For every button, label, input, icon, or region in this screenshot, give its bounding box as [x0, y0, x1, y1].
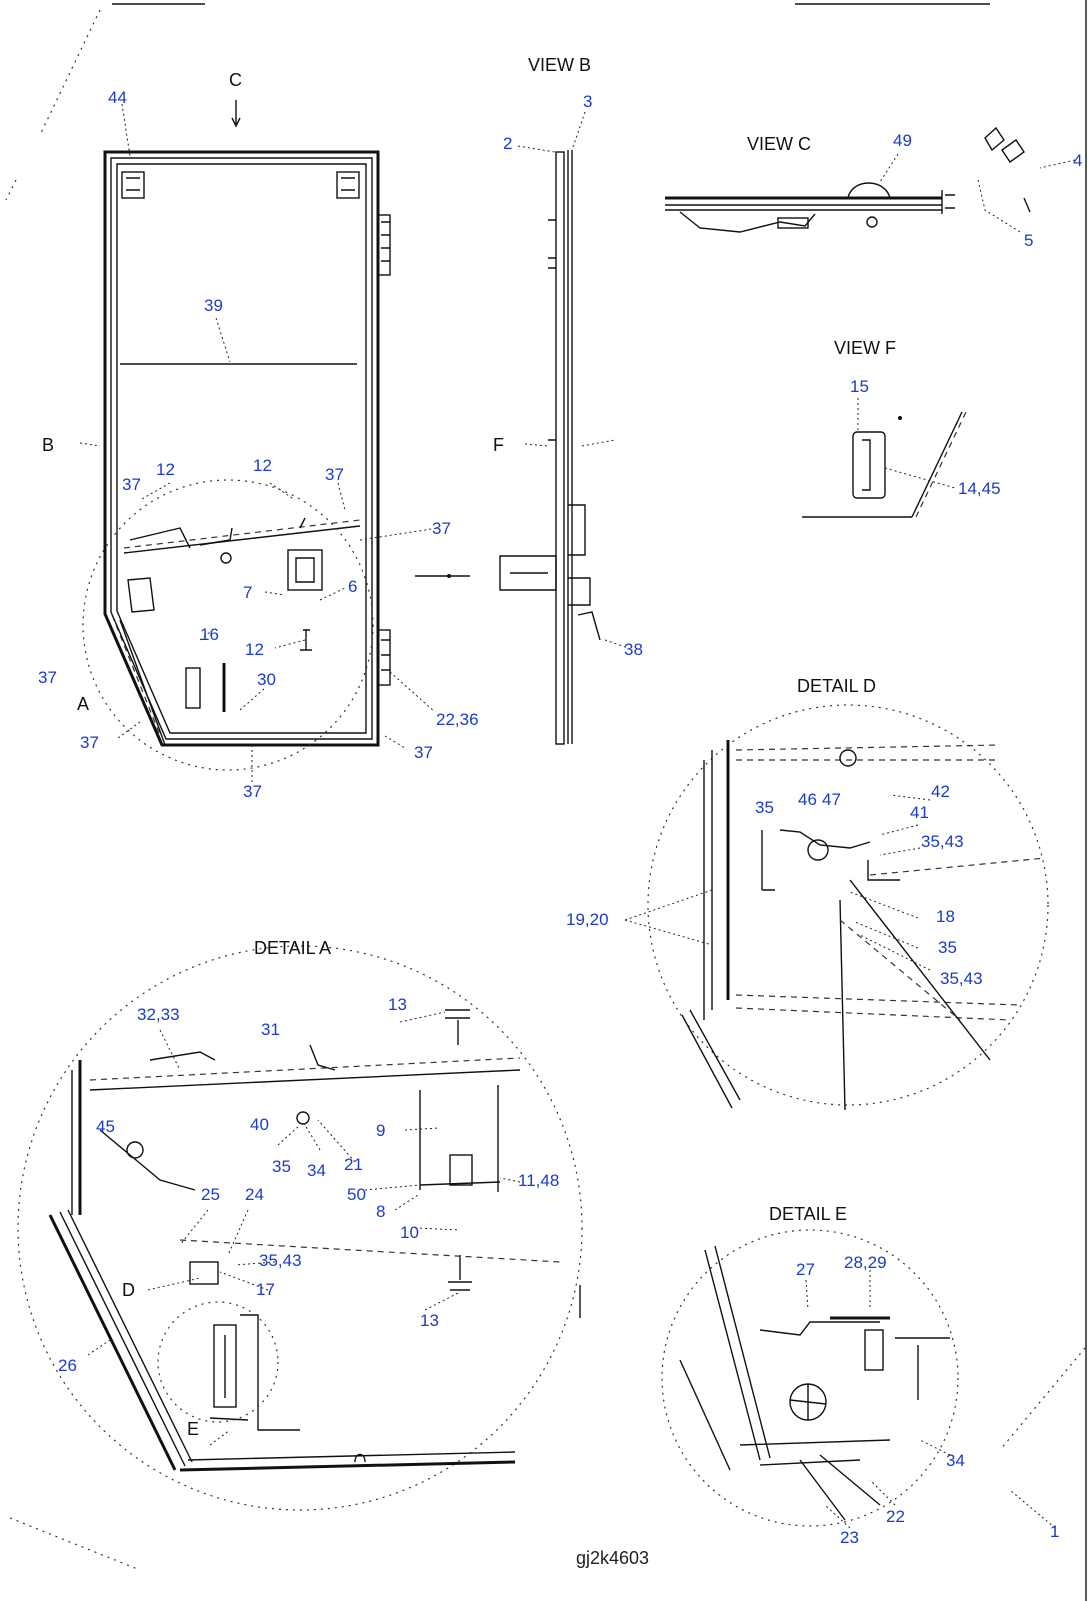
- detail-d-callouts: 35 46 47 42 41 35,43 19,20 18 35 35,43: [566, 782, 983, 988]
- main-callouts: 44 39 37 12 12 37 37 7 6 16 12 37 30 37 …: [38, 88, 479, 801]
- callout: 28,29: [844, 1253, 887, 1272]
- callout: 12: [253, 456, 272, 475]
- view-c-top: [665, 126, 1076, 233]
- callout: 46: [798, 790, 817, 809]
- view-f-title: VIEW F: [834, 338, 896, 358]
- callout: 40: [250, 1115, 269, 1134]
- view-callouts: 2 3 38 49 4 5 15 14,45: [503, 92, 1082, 659]
- view-c-title: VIEW C: [747, 134, 811, 154]
- detail-d: [624, 704, 1049, 1111]
- callout: 22: [886, 1507, 905, 1526]
- letter-e: E: [187, 1419, 199, 1439]
- callout: 5: [1024, 231, 1033, 250]
- callout: 45: [96, 1117, 115, 1136]
- callout: 7: [243, 583, 252, 602]
- detail-a-callouts: 32,33 31 13 45 40 9 35 34 21 25 24 50 11…: [58, 995, 559, 1375]
- callout: 37: [414, 743, 433, 762]
- view-b-side: [415, 111, 629, 745]
- view-f: [802, 398, 967, 518]
- detail-e: [661, 1229, 1056, 1529]
- callout: 44: [108, 88, 127, 107]
- callout: 35,43: [940, 969, 983, 988]
- callout: 16: [200, 625, 219, 644]
- page-frame: [5, 0, 1087, 1601]
- callout: 17: [256, 1280, 275, 1299]
- callout: 27: [796, 1260, 815, 1279]
- callout: 50: [347, 1185, 366, 1204]
- callout: 39: [204, 296, 223, 315]
- detail-d-title: DETAIL D: [797, 676, 876, 696]
- letter-b: B: [42, 435, 54, 455]
- callout: 11,48: [518, 1171, 559, 1190]
- view-b-title: VIEW B: [528, 55, 591, 75]
- callout: 37: [38, 668, 57, 687]
- detail-e-callouts: 27 28,29 34 22 23 1: [796, 1253, 1059, 1547]
- letter-f: F: [493, 435, 504, 455]
- callout: 37: [432, 519, 451, 538]
- view-titles: VIEW B VIEW C VIEW F DETAIL A DETAIL D D…: [254, 55, 896, 1224]
- callout: 22,36: [436, 710, 479, 729]
- letter-a: A: [77, 694, 89, 714]
- callout: 14,45: [958, 479, 1001, 498]
- callout: 1: [1050, 1522, 1059, 1541]
- callout: 37: [80, 733, 99, 752]
- callout: 8: [376, 1202, 385, 1221]
- callout: 15: [850, 377, 869, 396]
- view-letters: C B F A D E: [42, 70, 504, 1439]
- callout: 25: [201, 1185, 220, 1204]
- callout: 2: [503, 134, 512, 153]
- callout: 13: [388, 995, 407, 1014]
- callout: 35,43: [921, 832, 964, 851]
- door-main-view: [79, 100, 439, 782]
- callout: 4: [1073, 151, 1082, 170]
- callout: 21: [344, 1155, 363, 1174]
- callout: 3: [583, 92, 592, 111]
- letter-c: C: [229, 70, 242, 90]
- callout: 12: [245, 640, 264, 659]
- callout: 6: [348, 577, 357, 596]
- callout: 18: [936, 907, 955, 926]
- callout: 10: [400, 1223, 419, 1242]
- callout: 32,33: [137, 1005, 180, 1024]
- callout: 23: [840, 1528, 859, 1547]
- callout: 41: [910, 803, 929, 822]
- callout: 47: [822, 790, 841, 809]
- callout: 34: [307, 1161, 326, 1180]
- drawing-reference: gj2k4603: [576, 1548, 649, 1568]
- callout: 37: [243, 782, 262, 801]
- letter-d: D: [122, 1280, 135, 1300]
- detail-a-title: DETAIL A: [254, 938, 331, 958]
- detail-e-title: DETAIL E: [769, 1204, 847, 1224]
- callout: 35,43: [259, 1251, 302, 1270]
- callout: 49: [893, 131, 912, 150]
- callout: 37: [325, 465, 344, 484]
- callout: 19,20: [566, 910, 609, 929]
- callout: 35: [938, 938, 957, 957]
- callout: 24: [245, 1185, 264, 1204]
- callout: 13: [420, 1311, 439, 1330]
- callout: 42: [931, 782, 950, 801]
- callout: 35: [272, 1157, 291, 1176]
- callout: 34: [946, 1451, 965, 1470]
- callout: 37: [122, 475, 141, 494]
- callout: 38: [624, 640, 643, 659]
- callout: 12: [156, 460, 175, 479]
- callout: 31: [261, 1020, 280, 1039]
- callout: 30: [257, 670, 276, 689]
- callout: 9: [376, 1121, 385, 1140]
- callout: 35: [755, 798, 774, 817]
- detail-a: [17, 945, 583, 1511]
- callout: 26: [58, 1356, 77, 1375]
